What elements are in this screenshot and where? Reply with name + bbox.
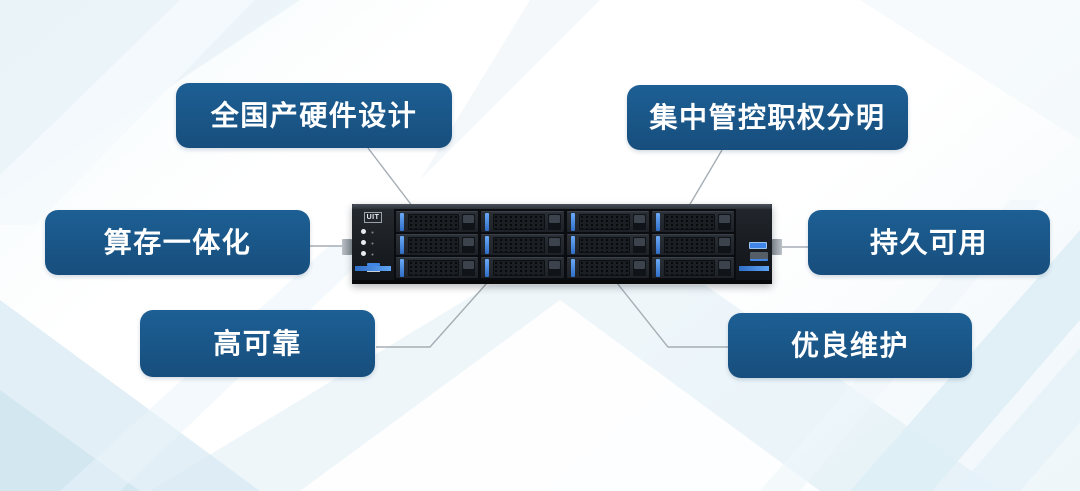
- alarm-led: [361, 251, 366, 256]
- feature-label-easy-maintenance: 优良维护: [728, 313, 972, 378]
- drive-tray: [651, 234, 734, 255]
- drive-tray: [481, 234, 564, 255]
- drive-activity-stripe: [655, 259, 660, 277]
- drive-vent-mesh: [493, 260, 545, 276]
- drive-vent-mesh: [663, 214, 715, 230]
- right-port-label: [750, 252, 768, 261]
- rack-handle-left: [342, 239, 352, 255]
- drive-tray: [396, 211, 479, 232]
- panel-marking: [366, 270, 380, 272]
- drive-latch: [718, 260, 731, 276]
- drive-vent-mesh: [578, 237, 630, 253]
- server-brand-logo: UIT: [363, 212, 383, 223]
- right-panel-accent-stripe: [739, 266, 769, 271]
- drive-activity-stripe: [400, 213, 404, 231]
- drive-tray: [651, 257, 734, 278]
- server-right-panel: [736, 204, 772, 284]
- drive-tray: [566, 257, 649, 278]
- drive-bay-grid: [394, 204, 736, 284]
- drive-vent-mesh: [493, 237, 545, 253]
- drive-bay-column: [396, 211, 479, 278]
- drive-vent-mesh: [663, 237, 715, 253]
- right-usb-port: [749, 242, 767, 249]
- left-panel-accent-stripe: [355, 266, 391, 271]
- drive-activity-stripe: [570, 259, 575, 277]
- feature-label-hardware-design: 全国产硬件设计: [176, 83, 452, 148]
- drive-tray: [566, 234, 649, 255]
- drive-vent-mesh: [408, 260, 460, 276]
- drive-tray: [396, 234, 479, 255]
- drive-vent-mesh: [578, 260, 630, 276]
- drive-latch: [718, 237, 731, 253]
- drive-activity-stripe: [655, 213, 660, 231]
- drive-latch: [462, 260, 476, 276]
- drive-tray: [481, 257, 564, 278]
- drive-latch: [718, 214, 731, 230]
- drive-activity-stripe: [570, 213, 575, 231]
- drive-activity-stripe: [485, 259, 490, 277]
- drive-vent-mesh: [493, 214, 545, 230]
- drive-vent-mesh: [578, 214, 630, 230]
- drive-activity-stripe: [570, 236, 575, 254]
- drive-vent-mesh: [663, 260, 715, 276]
- drive-activity-stripe: [400, 236, 404, 254]
- drive-latch: [632, 214, 646, 230]
- drive-tray: [396, 257, 479, 278]
- drive-tray: [651, 211, 734, 232]
- drive-tray: [481, 211, 564, 232]
- drive-latch: [547, 214, 561, 230]
- drive-latch: [462, 237, 476, 253]
- power-led: [361, 229, 366, 234]
- drive-activity-stripe: [655, 236, 660, 254]
- drive-bay-column: [651, 211, 734, 278]
- drive-vent-mesh: [408, 214, 460, 230]
- rack-handle-right: [772, 239, 782, 255]
- drive-latch: [462, 214, 476, 230]
- feature-label-durable-availability: 持久可用: [808, 210, 1050, 275]
- feature-label-centralized-control: 集中管控职权分明: [627, 85, 908, 150]
- server-left-panel: UIT: [352, 204, 394, 284]
- drive-latch: [547, 260, 561, 276]
- drive-bay-column: [566, 211, 649, 278]
- drive-vent-mesh: [408, 237, 460, 253]
- drive-latch: [632, 260, 646, 276]
- server-image: UIT: [342, 203, 782, 285]
- server-chassis: UIT: [352, 204, 772, 284]
- drive-latch: [632, 237, 646, 253]
- drive-bay-column: [481, 211, 564, 278]
- drive-activity-stripe: [400, 259, 404, 277]
- drive-activity-stripe: [485, 213, 490, 231]
- status-led: [361, 240, 366, 245]
- drive-latch: [547, 237, 561, 253]
- feature-label-high-reliability: 高可靠: [140, 310, 375, 377]
- drive-tray: [566, 211, 649, 232]
- feature-label-compute-storage-integration: 算存一体化: [45, 210, 310, 275]
- drive-activity-stripe: [485, 236, 490, 254]
- front-usb-port: [366, 263, 380, 266]
- status-leds: [361, 229, 366, 256]
